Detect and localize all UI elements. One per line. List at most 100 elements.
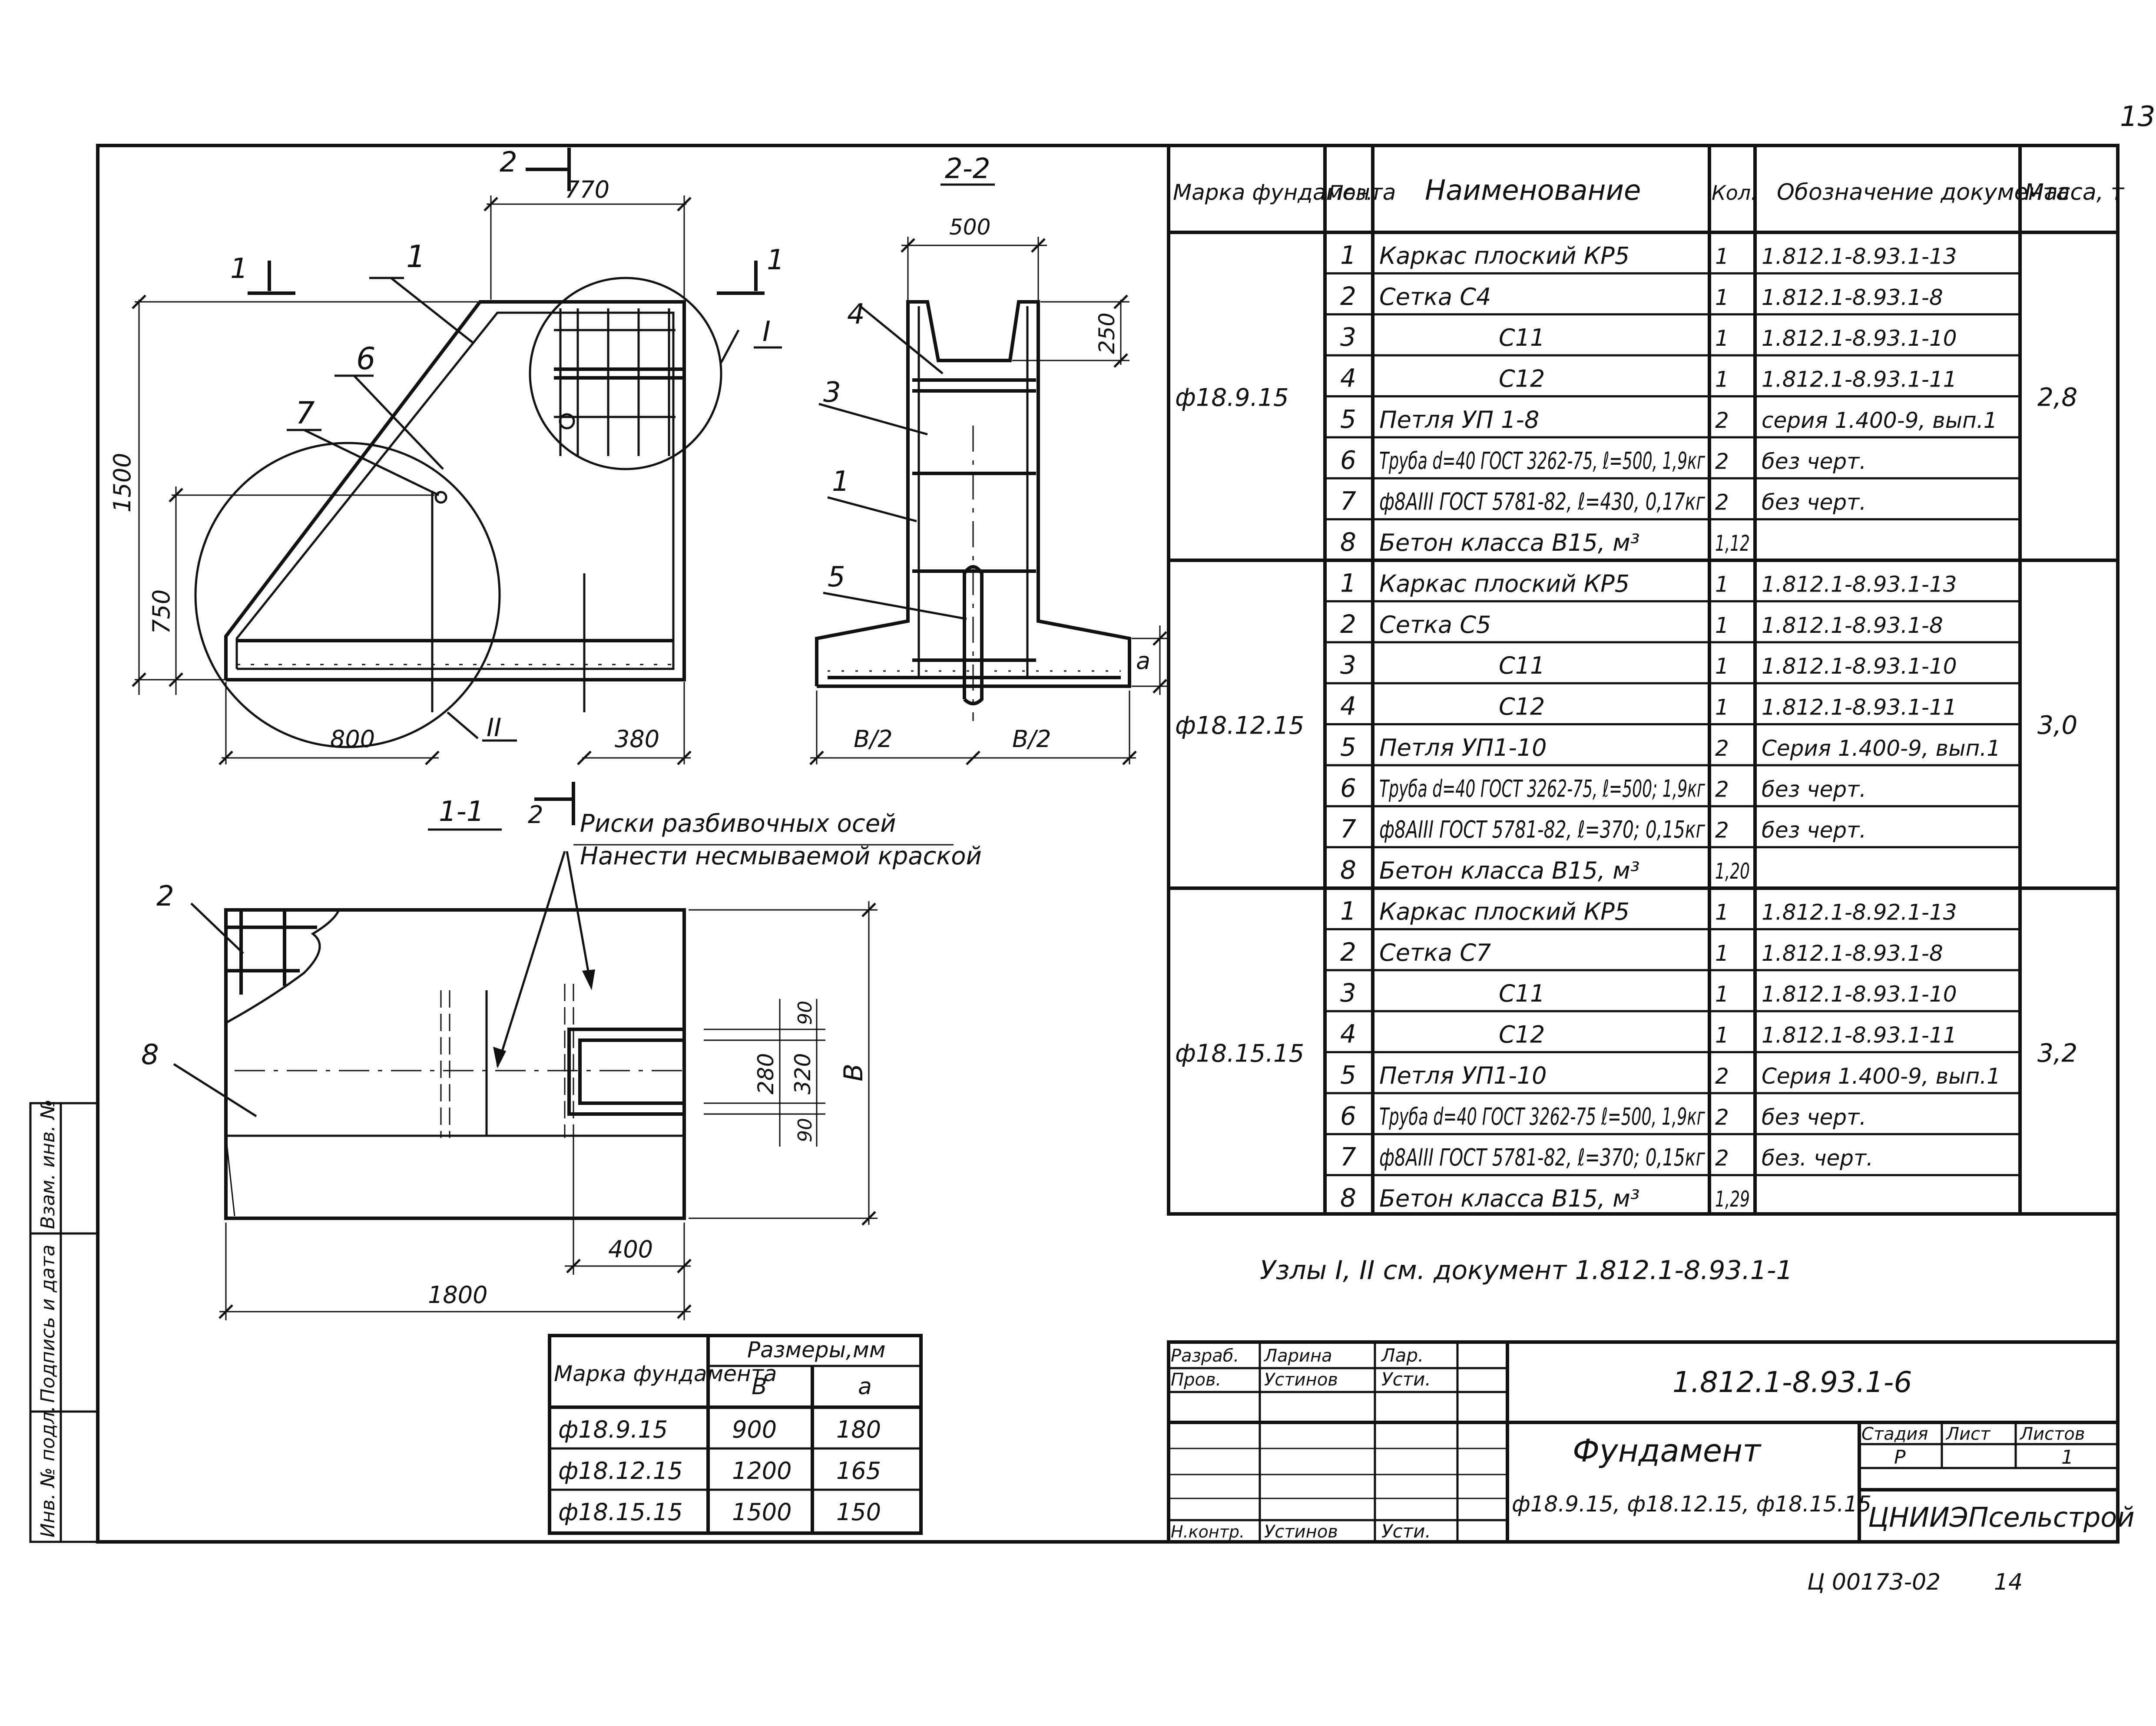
sheet-label: Лист [1945,1424,1991,1444]
spec-row-qty: 1 [1715,613,1729,638]
spec-row-doc: без. черт. [1762,1146,1873,1171]
section-mark-2-bottom: 2 [528,782,575,829]
spec-row-name: Каркас плоский КР5 [1379,570,1629,597]
spec-row-qty: 1 [1715,1023,1729,1048]
spec-row-qty: 1 [1715,899,1729,925]
spec-row-pos: 8 [1340,1183,1356,1213]
spec-row-name: Петля УП1-10 [1379,1062,1547,1089]
spec-row-qty: 1 [1715,367,1729,392]
section-mark-2-top: 2 [500,146,571,191]
side-stamp: Инв. № подл. Подпись и дата Взам. инв. № [29,1099,99,1543]
spec-row-name: Петля УП 1-8 [1379,406,1539,433]
spec-row-doc: Серия 1.400-9, вып.1 [1762,1064,2000,1089]
dim-770: 770 [484,176,692,300]
mesh-grid [554,308,684,456]
spec-row-qty: 2 [1715,1064,1729,1089]
svg-text:2: 2 [528,801,543,829]
svg-text:B/2: B/2 [854,725,893,753]
spec-row-pos: 7 [1340,814,1356,844]
spec-row-qty: 2 [1715,1146,1729,1171]
leader-2: 2 [156,880,174,913]
drawing-title: Фундамент [1573,1432,1762,1469]
section-mark-1-right: 1 [717,244,785,295]
svg-text:280: 280 [753,1053,778,1094]
dim-B: B [689,901,878,1226]
signature-ustinov: Усти. [1381,1369,1431,1390]
spec-group-mass: 3,2 [2037,1038,2077,1068]
title-block: Разраб. Ларина Лар. Пров. Устинов Усти. … [1167,1340,2135,1544]
spec-row-pos: 4 [1340,364,1356,393]
spec-row-doc: без черт. [1762,818,1866,843]
svg-text:2: 2 [500,146,517,179]
sizes-col-a: a [858,1374,872,1400]
spec-row-doc: без черт. [1762,449,1866,474]
dim-1500: 1500 [109,294,478,695]
spec-row-qty: 1 [1715,982,1729,1007]
svg-text:1800: 1800 [428,1281,487,1309]
dim-b-half: B/2 B/2 [809,691,1137,765]
sizes-row-mark: ф18.9.15 [558,1416,668,1443]
spec-row-doc: 1.812.1-8.93.1-10 [1762,326,1957,351]
leader-1: 1 [406,239,426,274]
svg-text:90: 90 [794,1118,816,1142]
spec-header-mass: Масса, т [2024,179,2125,205]
svg-text:B/2: B/2 [1012,725,1051,753]
spec-row-doc: 1.812.1-8.93.1-11 [1762,1023,1957,1048]
svg-text:380: 380 [615,725,659,753]
spec-row-pos: 4 [1340,1019,1356,1049]
section-2-2-title: 2-2 [945,153,990,185]
spec-row-doc: без черт. [1762,777,1866,802]
spec-row-qty: 2 [1715,490,1729,515]
spec-row-qty: 1 [1715,326,1729,351]
spec-row-name: Каркас плоский КР5 [1379,898,1629,925]
svg-text:1: 1 [767,244,785,276]
svg-text:320: 320 [790,1053,815,1094]
dim-1800: 1800 [219,1223,692,1320]
side-stamp-sign: Подпись и дата [37,1245,59,1403]
sizes-row-a: 165 [836,1457,881,1485]
sizes-row-mark: ф18.15.15 [558,1498,683,1526]
spec-row-name: Труба d=40 ГОСТ 3262-75, ℓ=500; 1,9кг [1379,775,1705,802]
sizes-row-a: 180 [836,1416,881,1443]
spec-row-pos: 7 [1340,486,1356,516]
spec-row-name: Труба d=40 ГОСТ 3262-75, ℓ=500, 1,9кг [1379,447,1705,474]
spec-row-pos: 5 [1340,1060,1356,1090]
spec-row-name: С11 [1499,980,1545,1007]
dim-500: 500 [901,215,1047,304]
spec-group-mark: ф18.9.15 [1175,384,1289,412]
spec-row-doc: 1.812.1-8.92.1-13 [1762,899,1957,925]
spec-row-name: С11 [1499,652,1545,679]
dim-stack-right: 90 280 320 90 [704,999,825,1147]
sizes-row-b: 1500 [732,1498,792,1526]
spec-row-qty: 2 [1715,777,1729,802]
spec-header-pos: Поз. [1328,181,1373,205]
name-larina: Ларина [1263,1346,1332,1366]
svg-text:1500: 1500 [109,453,136,513]
sizes-row-b: 900 [732,1416,777,1443]
spec-row-qty: 1,12 [1715,531,1750,556]
spec-row-doc: 1.812.1-8.93.1-13 [1762,572,1957,597]
plan-note-line1: Риски разбивочных осей [580,810,896,838]
footer-code: Ц 00173-02 [1807,1569,1941,1595]
spec-row-pos: 5 [1340,732,1356,762]
spec-row-qty: 1,20 [1715,859,1750,884]
spec-row-pos: 3 [1340,650,1356,680]
spec-table: Марка фундамента Поз. Наименование Кол. … [1167,144,2125,1216]
svg-text:90: 90 [794,1001,816,1025]
spec-row-name: С12 [1499,693,1545,721]
spec-row-qty: 1 [1715,695,1729,720]
elevation-outline [224,300,686,681]
footer-number: 14 [1994,1569,2023,1595]
page-number: 13 [2120,101,2155,133]
spec-group-mass: 2,8 [2037,383,2077,412]
spec-row-qty: 2 [1715,449,1729,474]
spec-group-mark: ф18.12.15 [1175,712,1304,740]
sheets-label: Листов [2019,1424,2085,1444]
spec-row-qty: 2 [1715,818,1729,843]
name-ustinov: Устинов [1264,1370,1338,1390]
plan-1-1: 1-1 Риски разбивочных осей Нанести несмы… [141,796,982,1320]
svg-text:500: 500 [949,215,990,240]
elevation-view: I II 1 6 7 2 1 1 [109,146,785,829]
spec-row-pos: 2 [1340,937,1356,967]
spec-row-pos: 3 [1340,978,1356,1008]
